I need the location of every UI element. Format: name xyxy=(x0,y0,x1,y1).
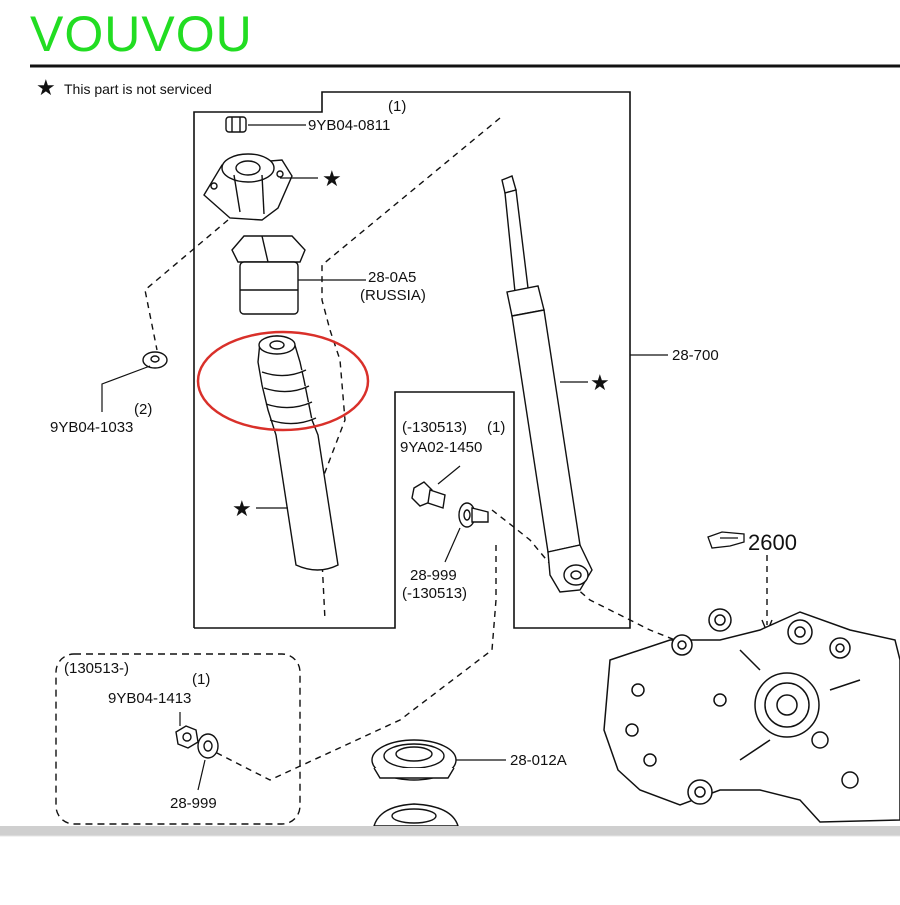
inset-date: (130513-) xyxy=(64,660,129,677)
top-nut-part-number: 9YB04-0811 xyxy=(308,117,390,134)
bolt-qty: (1) xyxy=(487,419,505,436)
dust-boot xyxy=(257,335,339,571)
inset-washer xyxy=(197,733,219,759)
inset-nut-qty: (1) xyxy=(192,671,210,688)
lower-spring-seat xyxy=(373,803,459,827)
highlight-circle xyxy=(196,330,370,432)
shock-absorber xyxy=(501,175,593,593)
washer-2-part-number: 28-999 xyxy=(410,567,457,584)
leader-washer-2 xyxy=(444,527,461,563)
knuckle-reference-number[interactable]: 2600 xyxy=(748,530,797,555)
bump-stop-part-number: 28-0A5 xyxy=(368,269,416,286)
spring-seat-part-number: 28-012A xyxy=(510,752,567,769)
bolt-date: (-130513) xyxy=(402,419,467,436)
assembly-frame xyxy=(193,91,631,629)
page-cut-bar xyxy=(0,826,900,836)
revision-inset-box xyxy=(55,653,301,825)
washer-part-number: 9YB04-1033 xyxy=(50,419,133,436)
bump-stop-region-note: (RUSSIA) xyxy=(360,287,426,304)
absorber-star-icon: ★ xyxy=(590,370,610,395)
leader-inset-washer xyxy=(197,759,206,791)
dust-boot-star-icon: ★ xyxy=(232,496,252,521)
washer-2-date: (-130513) xyxy=(402,585,467,602)
top-nut xyxy=(225,116,247,133)
inset-nut-part-number: 9YB04-1413 xyxy=(108,690,191,707)
washer-2 xyxy=(458,502,489,528)
leader-washer xyxy=(101,365,151,412)
washer xyxy=(142,351,168,369)
hand-pointer-icon[interactable] xyxy=(707,531,745,549)
bolt-part-number: 9YA02-1450 xyxy=(400,439,482,456)
leader-bolt xyxy=(437,465,461,485)
brand-watermark: VOUVOU xyxy=(30,6,253,62)
upper-mount xyxy=(203,153,293,221)
legend-star-icon: ★ xyxy=(36,75,56,100)
absorber-part-number: 28-700 xyxy=(672,347,719,364)
bolt xyxy=(411,481,446,509)
top-nut-qty: (1) xyxy=(388,98,406,115)
bump-stop xyxy=(231,235,306,315)
spring-seat xyxy=(371,739,457,781)
inset-washer-part-number: 28-999 xyxy=(170,795,217,812)
knuckle-assembly xyxy=(603,608,900,823)
washer-qty: (2) xyxy=(134,401,152,418)
inset-nut xyxy=(175,725,199,749)
legend-text: This part is not serviced xyxy=(64,81,212,97)
mount-star-icon: ★ xyxy=(322,166,342,191)
